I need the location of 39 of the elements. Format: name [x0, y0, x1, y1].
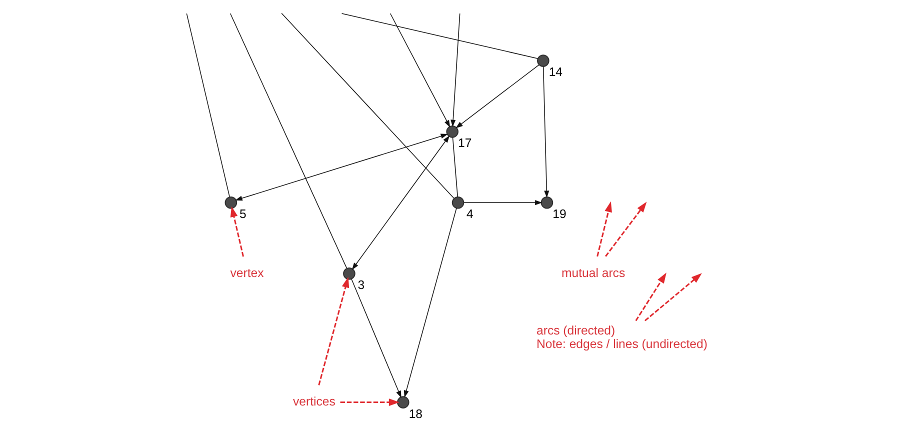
node-label: 18 [408, 406, 422, 421]
connector [452, 137, 458, 198]
node-text: vertex [230, 266, 264, 280]
node-label: 19 [552, 207, 566, 222]
arrow [351, 135, 450, 270]
node-circle [446, 126, 458, 138]
node-label: 14 [548, 65, 562, 80]
node-circle [224, 196, 237, 209]
node-label: 4 [466, 207, 473, 222]
arrow [596, 201, 612, 257]
arrow [230, 206, 244, 257]
arrow [644, 273, 702, 322]
arrow [450, 13, 460, 127]
node-label: 5 [238, 207, 246, 222]
node-text: arcs (directed) Note: edges / lines (undirected) [536, 324, 707, 351]
connector [280, 12, 454, 199]
arrow [463, 200, 542, 206]
arrow [604, 202, 646, 257]
node-text: mutual arcs [561, 266, 625, 280]
node-label: 17 [458, 136, 472, 150]
node-circle [536, 54, 549, 67]
node-circle [396, 396, 409, 408]
arrow [634, 272, 666, 322]
arrow [234, 134, 448, 201]
arrow [389, 13, 450, 128]
connector [229, 13, 347, 268]
node-circle [451, 196, 464, 209]
node-text: vertices [292, 394, 335, 409]
node-label: 3 [357, 278, 364, 292]
arrow [350, 278, 401, 398]
node-circle [540, 196, 553, 209]
node-circle [342, 267, 355, 280]
arrow [542, 66, 549, 198]
connector [340, 13, 538, 59]
arrow [455, 64, 539, 128]
arrow [340, 398, 400, 406]
arrow [403, 208, 456, 398]
arrow [318, 276, 349, 386]
connector [186, 13, 230, 198]
